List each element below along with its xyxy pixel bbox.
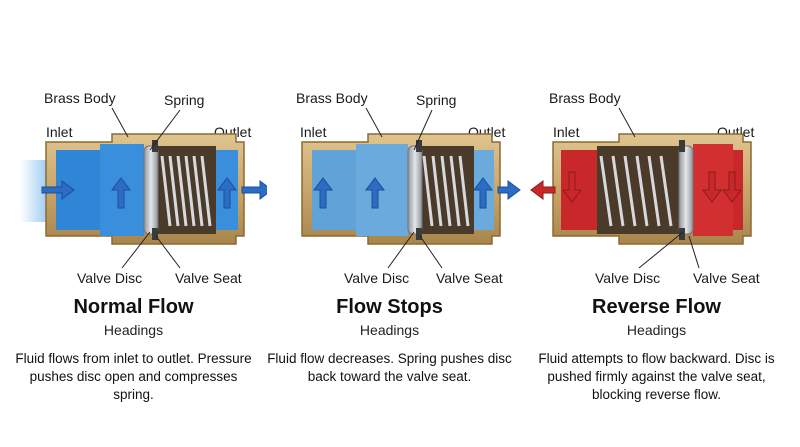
panel-flow-stops: Brass Body Spring Inlet Outlet Valve Dis…	[256, 0, 523, 447]
arrow-up-icon	[111, 177, 131, 209]
label-valve-seat: Valve Seat	[175, 270, 242, 286]
arrow-down-icon	[702, 171, 722, 203]
label-brass-body: Brass Body	[549, 90, 621, 106]
valve-illustration-reverse	[530, 107, 752, 269]
valve-disc	[407, 145, 423, 235]
label-valve-disc: Valve Disc	[595, 270, 661, 286]
arrow-up-icon	[365, 177, 385, 209]
arrow-up-icon	[217, 177, 237, 209]
panel-title: Reverse Flow	[592, 296, 721, 318]
flow-arrows	[41, 177, 267, 209]
valve-seat	[679, 228, 685, 240]
panel-title: Flow Stops	[336, 296, 443, 318]
panel-description: Fluid attempts to flow backward. Disc is…	[538, 351, 775, 402]
label-valve-disc: Valve Disc	[77, 270, 143, 286]
label-spring: Spring	[164, 92, 205, 108]
leader-lines	[111, 107, 181, 269]
label-spring: Spring	[416, 92, 457, 108]
valve-seat	[152, 140, 158, 152]
label-valve-seat: Valve Seat	[436, 270, 503, 286]
spring-coil	[422, 155, 470, 227]
panel-subtitle: Headings	[359, 322, 420, 338]
panel-normal-flow: Brass Body Spring Inlet Outlet Valve Dis…	[0, 0, 267, 447]
leader-lines	[365, 107, 443, 269]
valve-illustration-stops	[301, 107, 521, 269]
label-inlet: Inlet	[300, 124, 327, 140]
valve-disc	[678, 145, 694, 235]
panel-description: Fluid flow decreases. Spring pushes disc…	[267, 351, 512, 384]
label-brass-body: Brass Body	[296, 90, 368, 106]
label-brass-body: Brass Body	[44, 90, 116, 106]
arrow-down-icon	[562, 171, 582, 203]
panel-subtitle: Headings	[626, 322, 687, 338]
arrow-left-icon	[530, 180, 556, 200]
valve-seat	[416, 228, 422, 240]
spring-coil	[599, 155, 673, 227]
panel-subtitle: Headings	[103, 322, 164, 338]
arrow-up-icon	[313, 177, 333, 209]
label-valve-disc: Valve Disc	[344, 270, 410, 286]
leader-lines	[618, 107, 700, 269]
flow-arrows	[530, 171, 742, 203]
flow-arrows	[313, 177, 521, 209]
valve-seat	[416, 140, 422, 152]
label-inlet: Inlet	[46, 124, 73, 140]
panel-title: Normal Flow	[73, 296, 194, 318]
arrow-down-icon	[722, 171, 742, 203]
valve-disc	[143, 145, 159, 235]
valve-seat	[152, 228, 158, 240]
panel-reverse-flow: Brass Body Inlet Outlet Valve Disc Valve…	[523, 0, 790, 447]
arrow-right-icon	[241, 180, 267, 200]
valve-seat	[679, 140, 685, 152]
label-inlet: Inlet	[553, 124, 580, 140]
arrow-up-icon	[473, 177, 493, 209]
panel-description: Fluid flows from inlet to outlet. Pressu…	[15, 351, 252, 402]
spring-coil	[160, 155, 212, 227]
arrow-right-icon	[497, 180, 521, 200]
valve-illustration-normal	[20, 107, 267, 269]
arrow-right-icon	[41, 180, 75, 200]
label-valve-seat: Valve Seat	[693, 270, 760, 286]
